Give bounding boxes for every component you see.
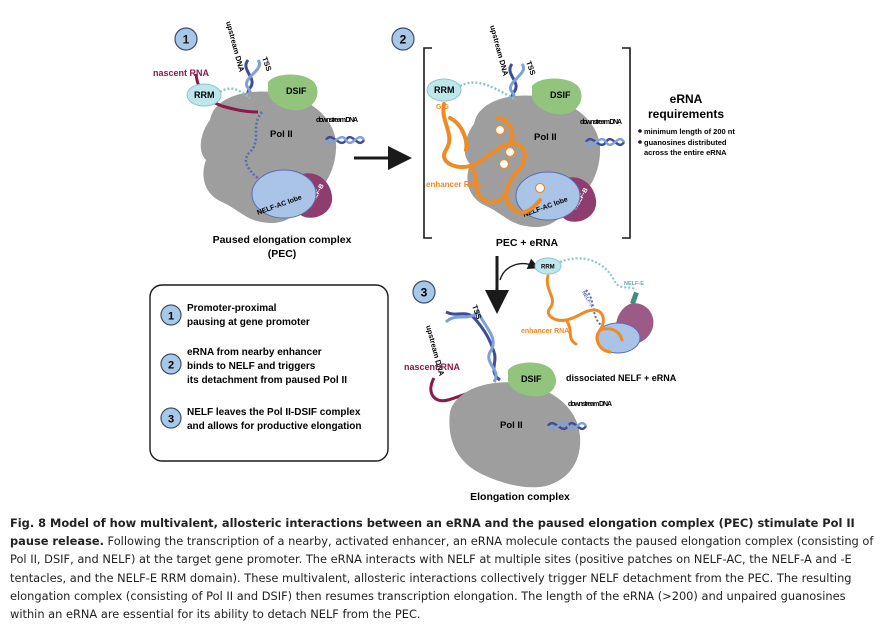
figure-caption: Fig. 8 Model of how multivalent, alloste… [10,514,876,623]
legend-step-1-number: 1 [168,311,174,323]
arrow-to-dissociated [499,258,540,281]
step-3-circle [412,280,436,304]
panel-3-elongation-complex: 3 upstream DNA TSS nascent RNA DSIF Pol … [404,280,612,503]
upstream-dna-helix-3 [444,309,501,383]
bracket-left [423,47,432,239]
nelf-e-tentacle-2 [459,81,517,102]
legend-step-2-circle [160,353,182,375]
pol2-body-3 [449,382,581,488]
legend-step-2-line3: its detachment from paused Pol II [187,375,347,386]
step-1-number: 1 [183,33,190,47]
figure-panel: 1 upstream DNA TSS DSIF nascent RNA RRM … [149,20,735,503]
rrm-label: RRM [194,90,215,100]
dsif-label: DSIF [286,86,307,96]
downstream-dna-label-2: downstream DNA [580,119,622,126]
legend-step-2-line2: binds to NELF and triggers [187,361,316,372]
dissociated-nelf-erna: RRM NELF-E NELF-A enhancer RNA dissociat… [521,257,677,383]
nelf-e-tentacle-3 [559,257,637,291]
guanosine-markers [494,124,546,194]
nascent-rna-label-3: nascent RNA [404,362,461,372]
nascent-rna-label: nascent RNA [153,68,210,78]
g-label-gg: G G [436,104,449,111]
requirement-1: minimum length of 200 nt [644,127,735,136]
bracket-right [622,47,631,239]
requirement-2b: across the entire eRNA [644,148,727,157]
nelf-ac-lobe [251,169,317,219]
rrm-label-3: RRM [541,265,555,271]
bullet-dot-1 [638,129,642,133]
downstream-dna-helix-3 [546,421,588,431]
panel-2-pec-erna: 2 upstream DNA TSS DSIF RRM Pol II downs… [391,24,631,249]
nelf-a-tentacle [244,111,265,185]
panel-1-paused-elongation-complex: 1 upstream DNA TSS DSIF nascent RNA RRM … [153,20,366,260]
legend-step-3-circle [160,407,182,429]
pec-title-2: (PEC) [268,248,297,260]
erna-requirements: eRNA requirements minimum length of 200 … [638,92,735,157]
pol2-label-3: Pol II [500,420,523,431]
downstream-dna-helix [324,135,366,145]
enhancer-rna-strand-3 [545,274,624,354]
dsif-label-2: DSIF [550,90,571,100]
rrm-domain-3 [534,257,562,275]
dsif-shape-3 [508,362,556,397]
downstream-dna-label-3a: downstream DNA [568,401,612,408]
legend-step-1-line2: pausing at gene promoter [187,317,310,328]
rrm-domain [186,83,222,107]
tss-label-2: TSS [524,60,537,77]
enhancer-rna-label-3: enhancer RNA [521,328,569,335]
bullet-dot-2 [638,140,642,144]
nelf-a-tentacle-3 [585,289,603,327]
rrm-domain-2 [426,78,462,102]
enhancer-rna-strand [441,102,542,215]
step-2-number: 2 [400,33,407,47]
dsif-shape [268,74,318,111]
caption-body: Following the transcription of a nearby,… [10,534,874,622]
requirements-heading-1: eRNA [670,92,703,106]
requirement-2a: guanosines distributed [644,138,727,147]
tss-label: TSS [260,56,273,73]
nelf-e-block [630,291,639,305]
pec-erna-title: PEC + eRNA [496,237,559,249]
legend-step-3-line1: NELF leaves the Pol II-DSIF complex [187,407,361,418]
legend-step-1-line1: Promoter-proximal [187,303,277,314]
rrm-label-2: RRM [434,85,455,95]
legend-step-2-number: 2 [168,360,174,372]
legend-frame [149,284,389,462]
dissociated-label: dissociated NELF + eRNA [566,373,677,383]
legend-box: 1 Promoter-proximal pausing at gene prom… [149,284,389,462]
dsif-label-3: DSIF [521,374,542,384]
pol2-label-2: Pol II [534,132,557,143]
legend-step-1-circle [160,304,182,326]
downstream-dna-helix-2 [584,137,626,147]
nelf-e-label: NELF-E [624,281,644,287]
upstream-dna-label: upstream DNA [224,20,246,73]
step-1-circle [174,27,198,51]
dsif-shape-2 [532,78,582,115]
nelf-e-tentacle [219,87,251,99]
pec-title-1: Paused elongation complex [213,234,352,246]
step-2-circle [391,27,415,51]
pol2-label: Pol II [270,129,293,140]
upstream-dna-label-2: upstream DNA [488,24,510,77]
legend-step-3-line2: and allows for productive elongation [187,421,361,432]
nelf-a-label-3: NELF-A [580,290,595,309]
downstream-dna-label-1: downstream DNA [316,117,358,124]
requirements-heading-2: requirements [648,107,724,121]
step-3-number: 3 [421,286,428,300]
caption-heading: Fig. 8 Model of how multivalent, alloste… [10,516,855,549]
g-label: G [464,141,470,148]
legend-step-3-number: 3 [168,414,174,426]
enhancer-rna-label-2: enhancer RNA [426,180,481,189]
elongation-complex-title: Elongation complex [470,491,570,503]
legend-step-2-line1: eRNA from nearby enhancer [187,347,322,358]
